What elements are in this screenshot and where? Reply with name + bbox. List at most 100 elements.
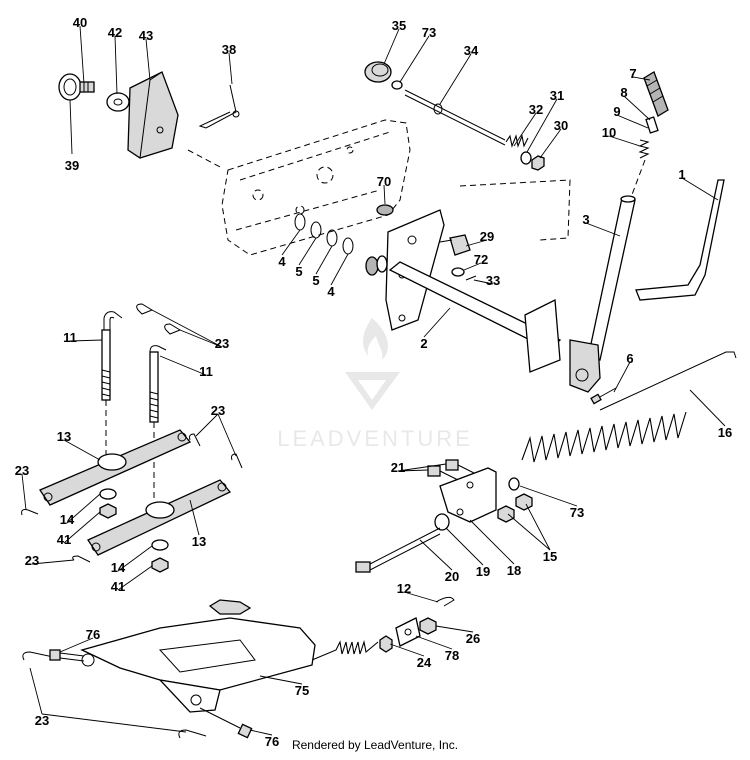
bolt-guides [105,400,155,500]
callout-7: 7 [629,66,636,81]
frame-outline [187,119,571,256]
leadventure-watermark: LEADVENTURE [277,318,473,451]
part-42-washer [106,92,130,112]
callout-75: 75 [295,683,309,698]
callout-73: 73 [570,505,584,520]
part-13-lift-arm-b [87,479,232,556]
callout-4: 4 [327,284,335,299]
callout-42: 42 [108,25,122,40]
callout-11: 11 [63,330,77,345]
callout-9: 9 [613,104,620,119]
callout-15: 15 [543,549,557,564]
callout-32: 32 [529,102,543,117]
part-6-bolt [590,387,617,405]
callout-11: 11 [199,364,213,379]
callout-4: 4 [278,254,286,269]
watermark-v-icon [345,372,400,410]
callout-23: 23 [25,553,39,568]
part-34-rod [404,89,506,146]
part-18-bracket [439,467,497,523]
part-38-pin [198,84,240,129]
footer-credit: Rendered by LeadVenture, Inc. [291,738,459,752]
part-73-washer-top [391,80,403,90]
parts-14-41-washers-nuts [99,488,169,573]
callout-2: 2 [420,336,427,351]
callout-14: 14 [111,560,126,575]
part-33-pin [465,275,477,281]
part-2-shaft [365,209,562,373]
part-11-j-bolt-a [101,311,123,401]
part-19-washer [434,513,450,531]
part-73-washer-mid [508,477,520,491]
part-72-nut [451,267,465,277]
callout-3: 3 [582,212,589,227]
part-8-button [645,116,659,134]
part-78-block [395,617,421,647]
part-31-washer [520,151,532,165]
callout-29: 29 [480,229,494,244]
callout-18: 18 [507,563,521,578]
callout-30: 30 [554,118,568,133]
part-29-fitting [439,234,471,256]
callout-23: 23 [15,463,29,478]
part-12-clip [435,596,455,607]
callout-23: 23 [215,336,229,351]
part-13-lift-arm-a [39,429,192,506]
callout-21: 21 [391,460,405,475]
callout-16: 16 [718,425,732,440]
part-1-rod [635,179,725,301]
part-35-knob [364,61,392,83]
part-7-grip [643,71,669,117]
leader-lines [21,25,726,736]
callout-76: 76 [86,627,100,642]
callout-12: 12 [397,581,411,596]
callout-41: 41 [57,532,71,547]
callout-8: 8 [620,85,627,100]
callout-13: 13 [192,534,206,549]
part-3-lever [569,195,636,393]
callout-78: 78 [445,648,459,663]
callout-23: 23 [211,403,225,418]
callout-76: 76 [265,734,279,749]
part-30-nut [531,155,545,171]
callout-41: 41 [111,579,125,594]
watermark-text: LEADVENTURE [277,426,473,451]
callout-19: 19 [476,564,490,579]
callout-20: 20 [445,569,459,584]
callout-72: 72 [474,252,488,267]
callout-73: 73 [422,25,436,40]
handle-centerline [629,159,646,201]
part-10-spring [638,139,650,159]
callout-34: 34 [464,43,479,58]
part-20-bolt [355,527,441,573]
callout-13: 13 [57,429,71,444]
callout-35: 35 [392,18,406,33]
part-75-lift-plate [80,599,379,713]
part-76-bolts [49,649,253,739]
callout-38: 38 [222,42,236,57]
part-43-bracket [127,71,179,159]
watermark-flame-icon [363,318,388,360]
part-15-nuts [497,493,533,523]
callout-23: 23 [35,713,49,728]
callout-31: 31 [550,88,564,103]
part-70-washer [376,204,394,216]
callout-24: 24 [417,655,432,670]
callout-6: 6 [626,351,633,366]
callout-1: 1 [678,167,685,182]
part-26-nut [419,617,437,635]
callout-70: 70 [377,174,391,189]
callout-26: 26 [466,631,480,646]
callout-39: 39 [65,158,79,173]
callout-5: 5 [295,264,302,279]
part-24-nut [379,635,393,653]
callout-33: 33 [486,273,500,288]
callout-5: 5 [312,273,319,288]
part-39-knob [58,73,95,101]
callout-14: 14 [60,512,75,527]
part-16-spring [521,351,737,463]
callout-10: 10 [602,125,616,140]
callout-43: 43 [139,28,153,43]
